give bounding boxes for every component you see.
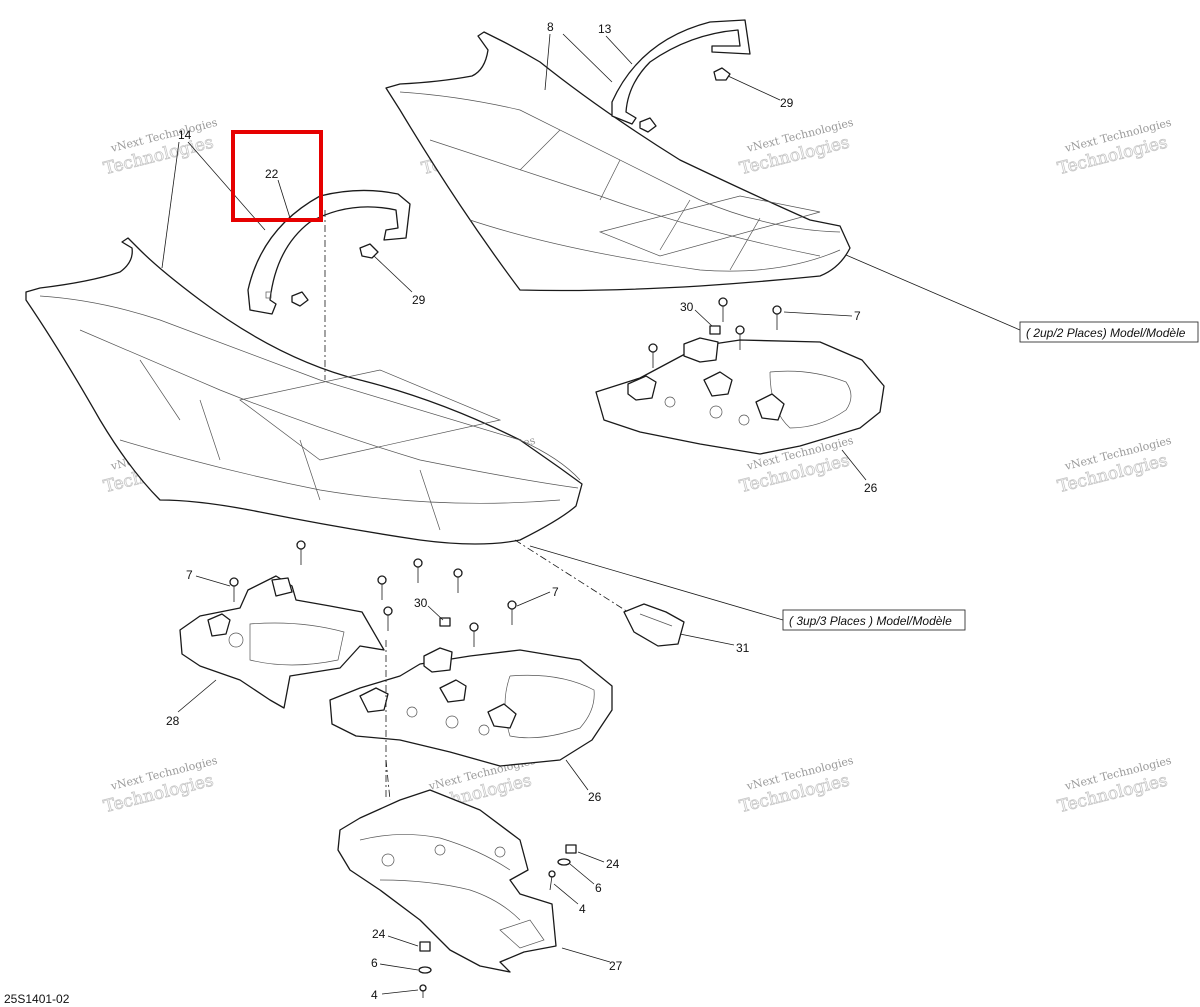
callout-28: 28 — [166, 714, 180, 728]
callout-24: 24 — [372, 927, 386, 941]
callout-7: 7 — [854, 309, 861, 323]
screw-4[interactable] — [548, 870, 556, 891]
watermark: vNext Technologies Technologies — [101, 754, 219, 818]
strap-22[interactable] — [247, 189, 411, 315]
bracket-28[interactable] — [179, 575, 385, 709]
screw[interactable] — [735, 325, 745, 350]
callout-29: 29 — [780, 96, 794, 110]
callout-4: 4 — [371, 988, 378, 1002]
callout-26: 26 — [864, 481, 878, 495]
watermark: vNext Technologies Technologies — [1055, 754, 1173, 818]
washer-6[interactable] — [418, 966, 432, 974]
assembly-lines — [324, 210, 629, 801]
screw[interactable] — [296, 540, 306, 565]
screw[interactable] — [413, 558, 423, 583]
callout-7: 7 — [186, 568, 193, 582]
callout-4: 4 — [579, 902, 586, 916]
callout-24: 24 — [606, 857, 620, 871]
callout-13: 13 — [598, 22, 612, 36]
model-label-2up: ( 2up/2 Places) Model/Modèle — [1019, 321, 1199, 343]
watermark: vNext Technologies Technologies — [1055, 116, 1173, 180]
callout-29: 29 — [412, 293, 426, 307]
callout-26: 26 — [588, 790, 602, 804]
svg-text:( 3up/3 Places ) Model/Modèle: ( 3up/3 Places ) Model/Modèle — [789, 614, 952, 628]
clip-29-upper[interactable] — [639, 67, 731, 133]
nut-30[interactable] — [709, 325, 721, 335]
callout-31: 31 — [736, 641, 750, 655]
screw[interactable] — [507, 600, 517, 625]
callouts: 8 13 29 14 22 29 30 7 26 7 7 30 31 28 26… — [166, 20, 878, 1002]
watermark: vNext Technologies Technologies — [737, 116, 855, 180]
nut-30[interactable] — [439, 617, 451, 627]
grab-handle-26-upper[interactable] — [595, 337, 885, 455]
screw[interactable] — [377, 575, 387, 600]
highlight-box-22 — [231, 130, 323, 222]
callout-30: 30 — [414, 596, 428, 610]
seat-2up[interactable] — [385, 31, 851, 292]
screw[interactable] — [229, 577, 239, 602]
callout-6: 6 — [371, 956, 378, 970]
washer-6[interactable] — [557, 858, 571, 866]
screw[interactable] — [648, 343, 658, 368]
nut-24[interactable] — [419, 941, 431, 952]
nut-24[interactable] — [565, 844, 577, 854]
callout-6: 6 — [595, 881, 602, 895]
screw[interactable] — [383, 606, 393, 631]
callout-22: 22 — [265, 167, 279, 181]
fasteners — [229, 297, 782, 998]
screw[interactable] — [469, 622, 479, 647]
watermark: vNext Technologies Technologies — [101, 116, 219, 180]
screw-4[interactable] — [419, 984, 427, 998]
screw[interactable] — [718, 297, 728, 322]
seat-3up[interactable] — [25, 237, 583, 545]
latch-31[interactable] — [623, 603, 685, 647]
callout-30: 30 — [680, 300, 694, 314]
screw[interactable] — [453, 568, 463, 593]
grab-handle-26-lower[interactable] — [329, 647, 613, 767]
leader-lines — [161, 33, 1021, 995]
callout-8: 8 — [547, 20, 554, 34]
strap-13[interactable] — [611, 19, 751, 125]
support-27[interactable] — [337, 789, 557, 973]
callout-14: 14 — [178, 128, 192, 142]
watermark: vNext Technologies Technologies — [1055, 434, 1173, 498]
clip-29-lower[interactable] — [291, 243, 379, 307]
screw[interactable] — [772, 305, 782, 330]
callout-7: 7 — [552, 585, 559, 599]
svg-text:( 2up/2 Places) Model/Modèle: ( 2up/2 Places) Model/Modèle — [1026, 326, 1186, 340]
document-code: 25S1401-02 — [4, 992, 70, 1006]
callout-27: 27 — [609, 959, 623, 973]
watermark: vNext Technologies Technologies — [737, 754, 855, 818]
model-label-3up: ( 3up/3 Places ) Model/Modèle — [782, 609, 966, 631]
